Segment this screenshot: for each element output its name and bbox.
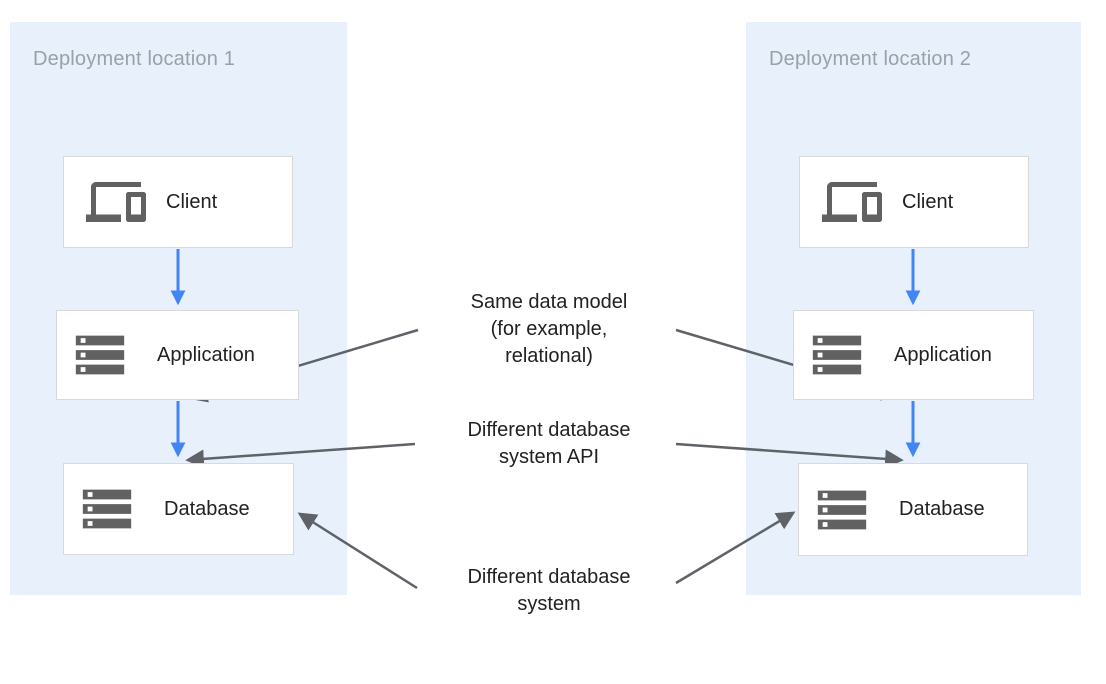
annotation-different-database-system: Different database system	[409, 564, 689, 618]
node-label: Client	[902, 190, 954, 213]
node-client-1: Client	[63, 156, 293, 248]
panel-title: Deployment location 1	[33, 48, 236, 70]
node-label: Application	[157, 343, 255, 366]
storage-icon	[71, 326, 129, 384]
node-label: Database	[899, 498, 985, 520]
annotation-line: relational)	[505, 345, 593, 367]
node-database-2: Database	[798, 463, 1028, 556]
node-label: Application	[894, 343, 992, 366]
node-label: Database	[164, 497, 250, 520]
devices-icon	[86, 172, 146, 232]
node-database-1: Database	[63, 463, 294, 555]
annotation-different-database-api: Different database system API	[409, 417, 689, 471]
storage-icon	[813, 481, 871, 539]
storage-icon	[808, 326, 866, 384]
node-application-2: Application	[793, 310, 1034, 400]
node-label: Client	[166, 190, 218, 213]
storage-icon	[78, 480, 136, 538]
annotation-line: Same data model	[470, 291, 628, 313]
devices-icon	[822, 172, 882, 232]
annotation-same-data-model: Same data model (for example, relational…	[409, 289, 689, 370]
annotation-line: system	[517, 593, 581, 615]
panel-title: Deployment location 2	[769, 48, 972, 70]
node-client-2: Client	[799, 156, 1029, 248]
node-application-1: Application	[56, 310, 299, 400]
annotation-line: system API	[498, 446, 600, 468]
annotation-line: Different database	[467, 566, 631, 588]
annotation-line: (for example,	[490, 318, 608, 340]
annotation-line: Different database	[467, 419, 631, 441]
